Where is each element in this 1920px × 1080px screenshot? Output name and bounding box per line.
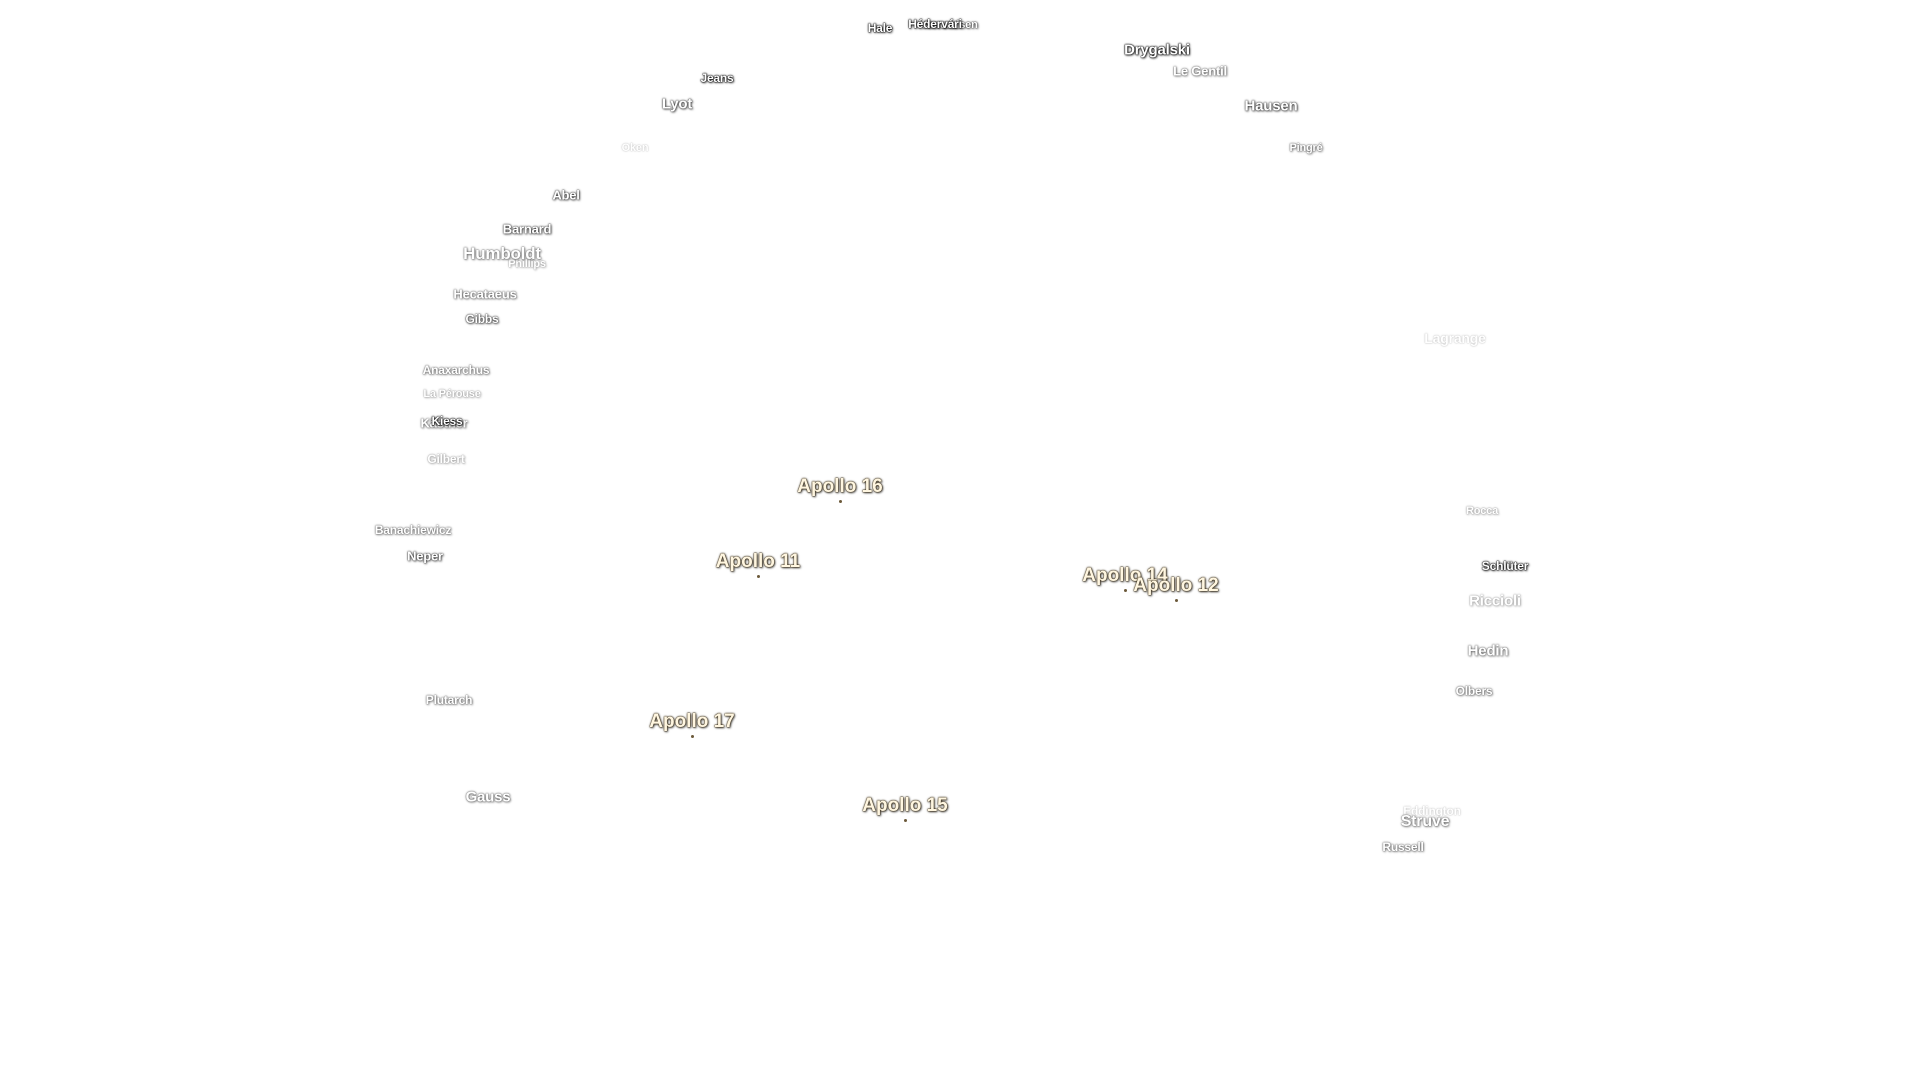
crater-label-le-gentil: Le Gentil [1173, 63, 1227, 79]
crater-label-eddington: Eddington [1403, 804, 1461, 818]
crater-label-gilbert: Gilbert [427, 452, 465, 466]
crater-label-hale: Hale [867, 21, 893, 35]
apollo-14-label[interactable]: Apollo 14 [1082, 565, 1168, 586]
crater-label-phillips: Phillips [508, 258, 546, 270]
apollo-11-label[interactable]: Apollo 11 [715, 551, 801, 572]
crater-label-rocca: Rocca [1465, 505, 1499, 517]
crater-label-lagrange: Lagrange [1424, 330, 1486, 346]
crater-label-abel: Abel [552, 187, 580, 203]
crater-label-plutarch: Plutarch [425, 693, 473, 707]
crater-label-jeans: Jeans [700, 71, 734, 85]
crater-label-schluter: Schlüter [1481, 559, 1529, 573]
crater-label-hecataeus: Hecataeus [453, 286, 517, 302]
crater-label-hausen: Hausen [1244, 97, 1298, 115]
crater-label-anaxarchus: Anaxarchus [422, 363, 490, 377]
crater-label-pingre: Pingré [1289, 142, 1323, 154]
crater-label-struve: Struve [1400, 813, 1450, 830]
crater-label-humboldt: Humboldt [463, 244, 541, 263]
landing-site-marker[interactable] [690, 734, 694, 738]
crater-label-barnard: Barnard [502, 221, 552, 237]
crater-label-banachiewicz: Banachiewicz [374, 523, 452, 537]
crater-label-gauss: Gauss [465, 788, 511, 806]
apollo-15-label[interactable]: Apollo 15 [862, 795, 948, 816]
crater-label-amundsen: Amundsen [922, 19, 978, 31]
landing-site-marker[interactable] [903, 818, 907, 822]
crater-label-lyot: Lyot [661, 95, 693, 113]
crater-label-hedin: Hedin [1467, 642, 1509, 660]
apollo-16-label[interactable]: Apollo 16 [797, 476, 883, 497]
apollo-17-label[interactable]: Apollo 17 [649, 711, 735, 732]
crater-label-kiess: Kiess [431, 414, 463, 428]
crater-label-riccioli: Riccioli [1469, 592, 1521, 610]
crater-label-la-perouse: La Pérouse [423, 388, 481, 400]
crater-label-drygalski: Drygalski [1124, 41, 1190, 59]
landing-site-marker[interactable] [1174, 598, 1178, 602]
crater-label-hedervari: Hédervári [908, 17, 962, 31]
crater-label-oken: Oken [621, 142, 649, 154]
landing-site-marker[interactable] [756, 574, 760, 578]
landing-site-marker[interactable] [1123, 588, 1127, 592]
landing-site-marker[interactable] [838, 499, 842, 503]
apollo-12-label[interactable]: Apollo 12 [1133, 575, 1219, 596]
crater-label-kastner: Kästner [420, 415, 468, 431]
crater-label-neper: Neper [407, 548, 443, 564]
crater-label-gibbs: Gibbs [465, 312, 499, 326]
crater-label-olbers: Olbers [1455, 684, 1493, 698]
crater-label-russell: Russell [1382, 840, 1424, 854]
